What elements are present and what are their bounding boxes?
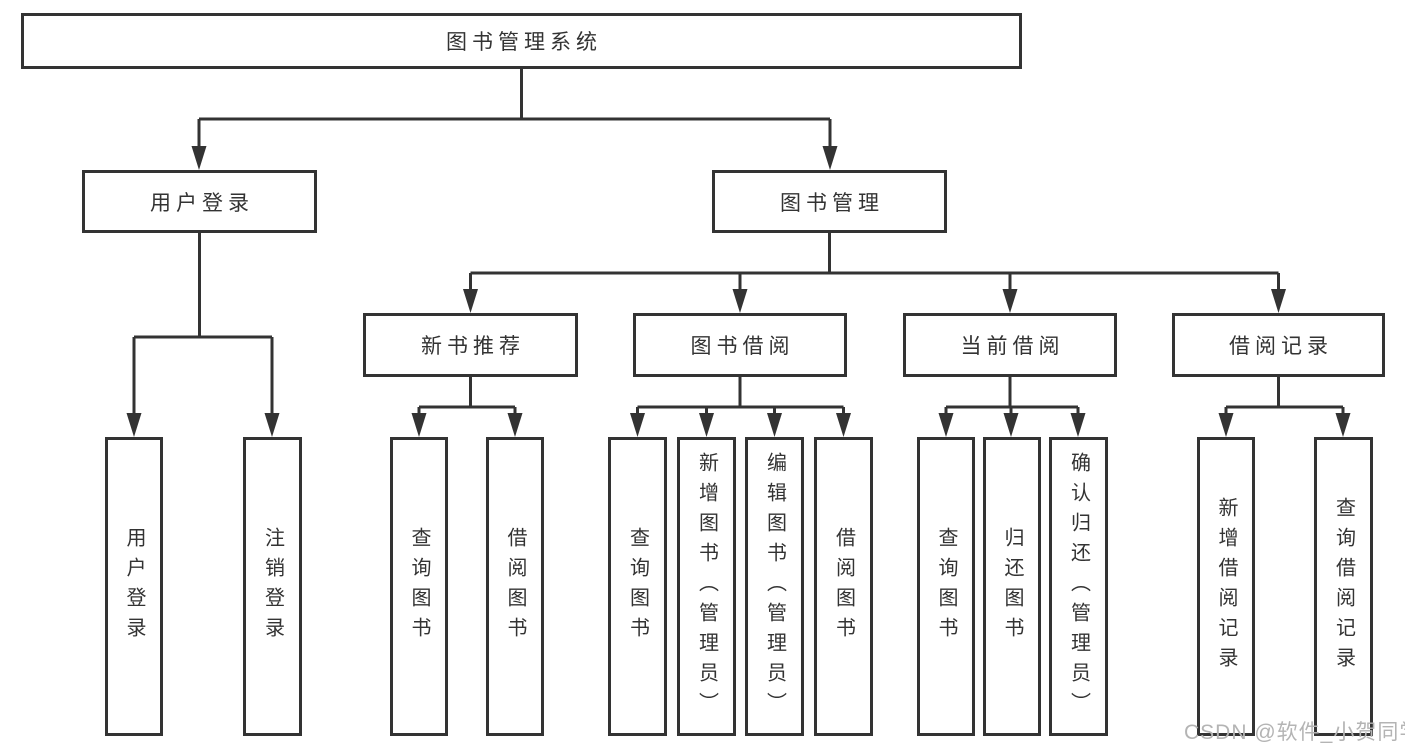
node-label: 借阅图书 (504, 526, 526, 647)
node-label: 查询图书 (626, 526, 649, 647)
node-label: 当前借阅 (960, 335, 1065, 358)
node-label: 编辑图书（管理员） (763, 451, 786, 722)
node-book-borrowing: 图书借阅 (633, 313, 847, 377)
node-label: 新书推荐 (421, 335, 525, 358)
node-label: 图书管理系统 (446, 31, 602, 54)
node-label: 注销登录 (261, 526, 284, 647)
node-label: 图书管理 (780, 191, 884, 215)
csdn-watermark: CSDN @软件_小贺同学 (1184, 721, 1405, 744)
node-user-login: 用户登录 (82, 170, 317, 233)
leaf-logout: 注销登录 (243, 437, 302, 736)
node-label: 确认归还（管理员） (1067, 451, 1090, 722)
node-label: 借阅图书 (832, 526, 855, 647)
node-new-book-recommendation: 新书推荐 (363, 313, 578, 377)
node-label: 新增借阅记录 (1215, 496, 1237, 677)
leaf-query-books-borrowing: 查询图书 (608, 437, 667, 736)
node-label: 归还图书 (1001, 526, 1023, 647)
leaf-add-borrow-record: 新增借阅记录 (1197, 437, 1255, 736)
node-label: 图书借阅 (690, 335, 795, 358)
node-book-management: 图书管理 (712, 170, 947, 233)
node-current-borrowing: 当前借阅 (903, 313, 1117, 377)
node-label: 查询借阅记录 (1332, 496, 1355, 677)
leaf-add-books-admin: 新增图书（管理员） (677, 437, 736, 736)
node-borrowing-records: 借阅记录 (1172, 313, 1385, 377)
node-label: 查询图书 (408, 526, 430, 647)
node-label: 新增图书（管理员） (695, 451, 718, 722)
node-library-system: 图书管理系统 (21, 13, 1022, 69)
node-label: 用户登录 (150, 191, 254, 215)
node-label: 借阅记录 (1229, 335, 1333, 358)
leaf-query-books-recommend: 查询图书 (390, 437, 448, 736)
leaf-query-books-current: 查询图书 (917, 437, 975, 736)
node-label: 查询图书 (935, 526, 957, 647)
leaf-borrow-books-recommend: 借阅图书 (486, 437, 544, 736)
leaf-query-borrow-record: 查询借阅记录 (1314, 437, 1373, 736)
leaf-borrow-books-borrowing: 借阅图书 (814, 437, 873, 736)
leaf-edit-books-admin: 编辑图书（管理员） (745, 437, 804, 736)
leaf-user-login: 用户登录 (105, 437, 163, 736)
arrowheads (126, 146, 1351, 437)
leaf-return-books: 归还图书 (983, 437, 1041, 736)
node-label: 用户登录 (123, 526, 145, 647)
leaf-confirm-return-admin: 确认归还（管理员） (1049, 437, 1108, 736)
